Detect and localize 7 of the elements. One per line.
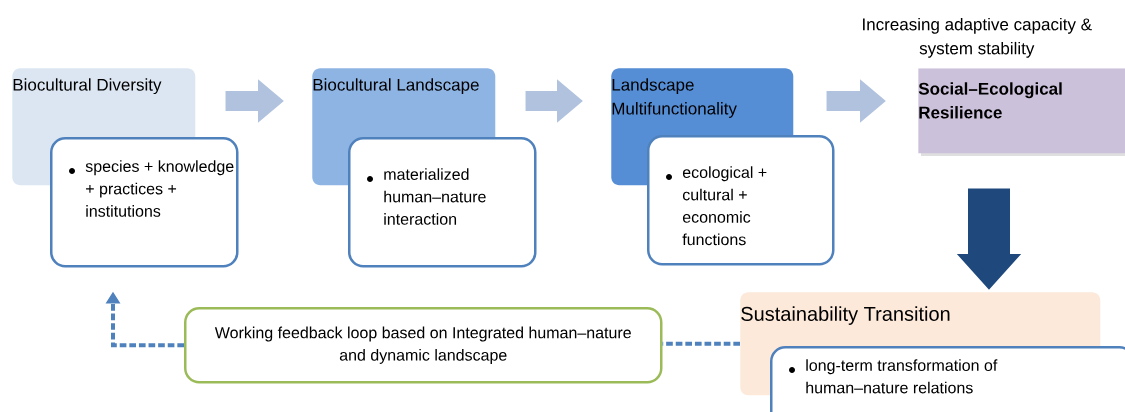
- concept-box: Social–Ecological Resilience: [918, 68, 1125, 156]
- caption-text: Increasing adaptive capacity & system stability: [863, 17, 1092, 58]
- bullet-box: ecological + cultural + economic functions: [647, 135, 835, 266]
- feedback-box: Working feedback loop based on Integrated human–nature and dynamic landscape: [184, 307, 663, 384]
- bullet-box: materialized human–nature interaction: [348, 137, 537, 268]
- bullet-box: long-term transformation of human–nature relations: [770, 346, 1125, 412]
- bullet-box: species + knowledge + practices + institutions: [50, 137, 239, 268]
